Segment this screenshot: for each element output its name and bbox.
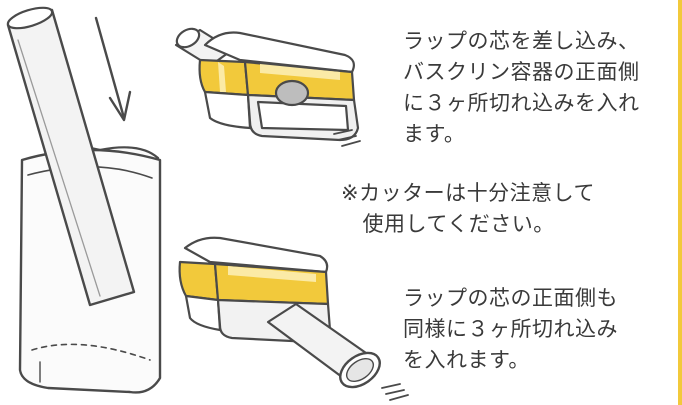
step2-caption: ラップの芯の正面側も 同様に３ヶ所切れ込み を入れます。 — [403, 286, 618, 372]
box-step1 — [174, 27, 361, 147]
step1-caption: ラップの芯を差し込み、 バスクリン容器の正面側 に３ヶ所切れ込みを入れ ます。 — [403, 29, 640, 146]
container-with-tube — [6, 6, 162, 394]
box-step2 — [178, 236, 409, 401]
right-edge-accent — [678, 0, 682, 405]
caution-caption: ※カッターは十分注意して 使用してください。 — [341, 181, 595, 236]
